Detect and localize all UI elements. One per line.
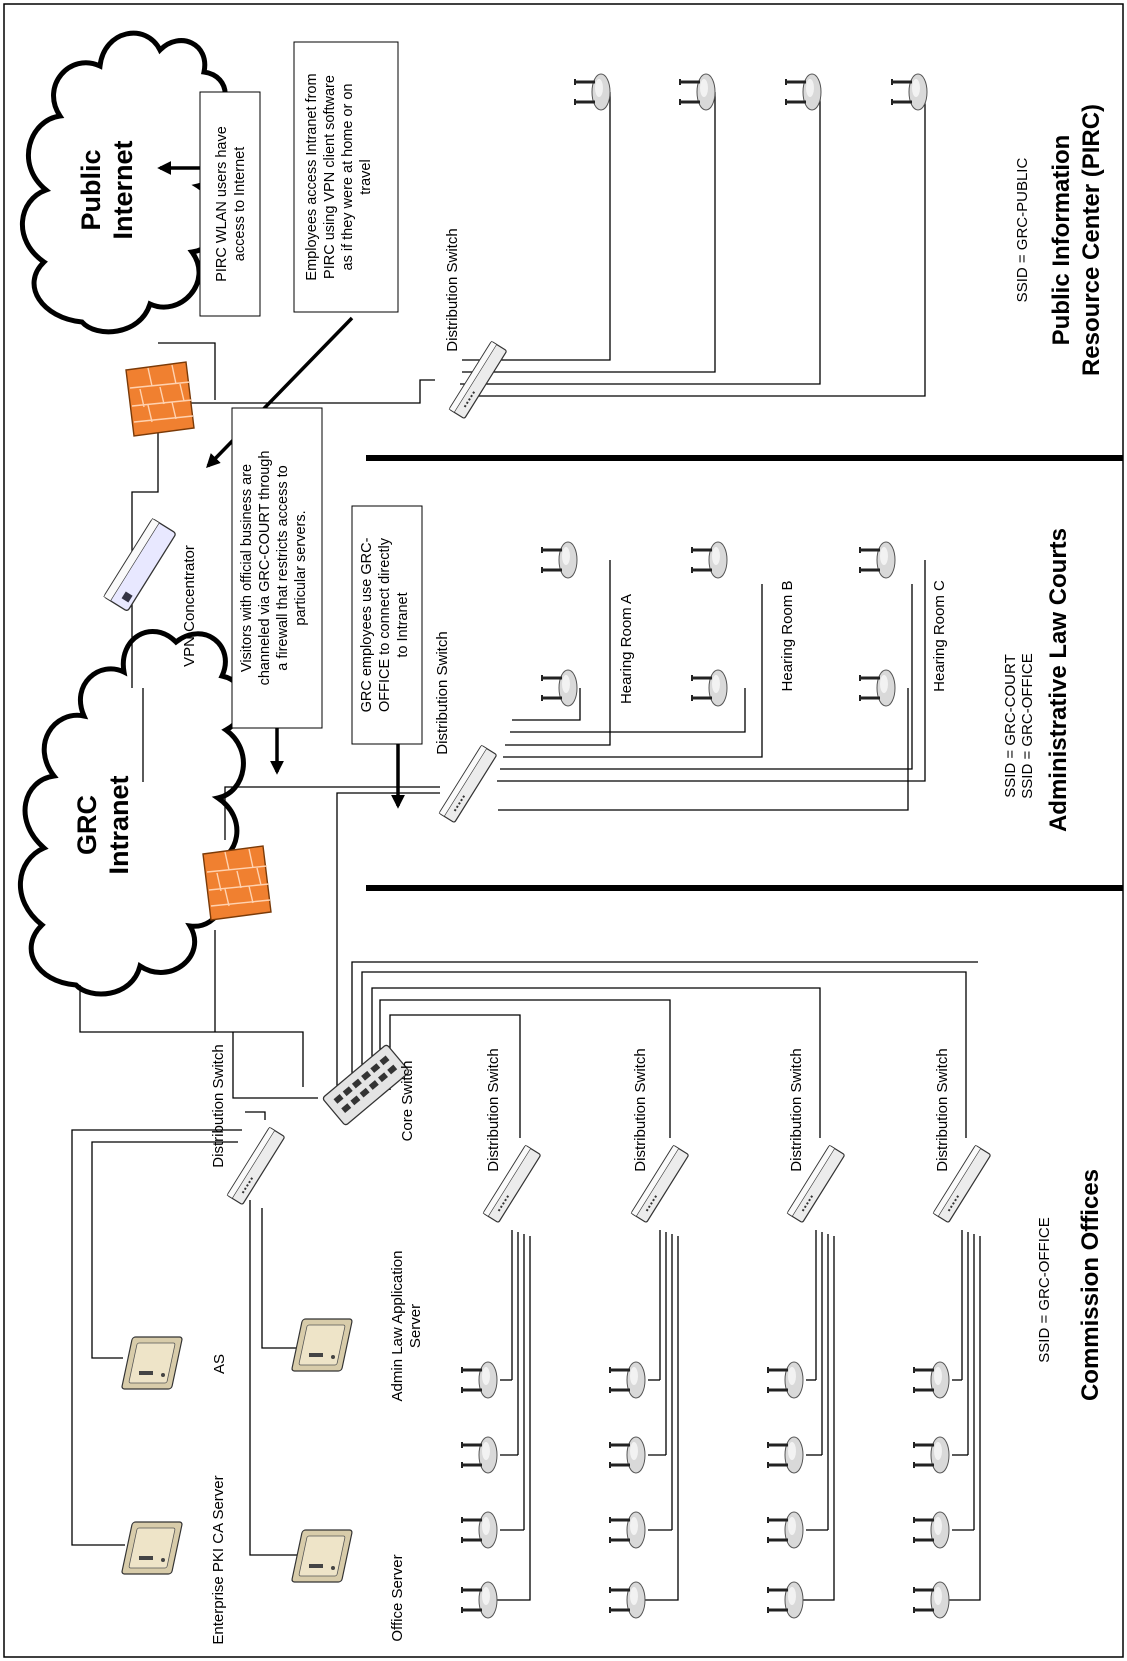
distribution-switch-label: Distribution Switch xyxy=(434,631,451,754)
svg-text:a firewall that restricts acce: a firewall that restricts access to xyxy=(275,465,291,671)
distribution-switch-icon xyxy=(226,1126,286,1206)
access-point-icon xyxy=(784,72,823,112)
note-employees: GRC employees use GRC- OFFICE to connect… xyxy=(351,505,423,745)
distribution-switch-label: Distribution Switch xyxy=(934,1048,951,1171)
hearing-room-b-label: Hearing Room B xyxy=(779,581,796,692)
pki-server-label: Enterprise PKI CA Server xyxy=(210,1475,227,1644)
access-point-icon xyxy=(460,1435,499,1475)
access-point-icon xyxy=(690,540,729,580)
intranet-label-2: Intranet xyxy=(104,775,134,874)
svg-text:access to Internet: access to Internet xyxy=(232,147,248,261)
internet-label-1: Public xyxy=(76,149,106,230)
ssid-courts-1: SSID = GRC-COURT xyxy=(1002,654,1019,798)
section-title-pirc-2: Resource Center (PIRC) xyxy=(1078,104,1105,376)
ssid-pirc: SSID = GRC-PUBLIC xyxy=(1014,158,1031,303)
ssid-offices: SSID = GRC-OFFICE xyxy=(1036,1217,1053,1362)
svg-text:travel: travel xyxy=(358,159,374,194)
intranet-label-1: GRC xyxy=(72,795,102,855)
distribution-switch-label: Distribution Switch xyxy=(210,1044,227,1167)
distribution-switch-icon xyxy=(448,340,508,420)
svg-text:Visitors with official busines: Visitors with official business are xyxy=(239,464,255,672)
distribution-switch-label: Distribution Switch xyxy=(444,228,461,351)
access-point-icon xyxy=(690,668,729,708)
admin-law-server-label: Server xyxy=(407,1304,424,1348)
distribution-switch-label: Distribution Switch xyxy=(632,1048,649,1171)
note-visitors: Visitors with official business are chan… xyxy=(231,407,323,729)
core-switch-icon xyxy=(322,1044,410,1126)
server-icon xyxy=(290,1529,354,1583)
access-point-icon xyxy=(858,540,897,580)
frame xyxy=(3,3,1124,1658)
access-point-icon xyxy=(460,1580,499,1620)
note-vpn-access: Employees access Intranet from PIRC usin… xyxy=(293,41,399,313)
distribution-switch-icon xyxy=(438,744,498,824)
hearing-room-c-label: Hearing Room C xyxy=(931,580,948,692)
access-point-icon xyxy=(460,1360,499,1400)
section-title-courts: Administrative Law Courts xyxy=(1045,528,1072,832)
access-point-icon xyxy=(608,1510,647,1550)
server-icon xyxy=(120,1521,184,1575)
grc-intranet-cloud: GRC Intranet xyxy=(17,629,247,997)
server-icon xyxy=(120,1336,184,1390)
firewall-icon xyxy=(125,361,195,437)
access-point-icon xyxy=(858,668,897,708)
hearing-room-a-label: Hearing Room A xyxy=(618,594,635,704)
access-point-icon xyxy=(766,1435,805,1475)
as-server-label: AS xyxy=(211,1354,228,1374)
ssid-courts-2: SSID = GRC-OFFICE xyxy=(1019,653,1036,798)
firewall-icon xyxy=(202,845,272,921)
access-point-icon xyxy=(766,1510,805,1550)
access-point-icon xyxy=(460,1510,499,1550)
access-point-icon xyxy=(912,1580,951,1620)
svg-text:PIRC WLAN users have: PIRC WLAN users have xyxy=(214,126,230,282)
office-server-label: Office Server xyxy=(389,1554,406,1641)
internet-label-2: Internet xyxy=(108,140,138,239)
svg-text:GRC employees use GRC-: GRC employees use GRC- xyxy=(359,537,375,712)
access-point-icon xyxy=(678,72,717,112)
public-internet-cloud: Public Internet xyxy=(19,30,228,335)
svg-text:PIRC using VPN client software: PIRC using VPN client software xyxy=(322,75,338,279)
section-title-offices: Commission Offices xyxy=(1077,1169,1104,1401)
svg-text:OFFICE to connect directly: OFFICE to connect directly xyxy=(377,537,393,712)
svg-text:to Intranet: to Intranet xyxy=(395,592,411,657)
access-point-icon xyxy=(608,1580,647,1620)
access-point-icon xyxy=(573,72,612,112)
access-point-icon xyxy=(608,1360,647,1400)
distribution-switch-label: Distribution Switch xyxy=(485,1048,502,1171)
svg-text:particular servers.: particular servers. xyxy=(293,510,309,625)
vpn-concentrator-icon xyxy=(103,518,176,611)
note-pirc-wlan: PIRC WLAN users have access to Internet xyxy=(199,91,261,317)
access-point-icon xyxy=(766,1360,805,1400)
access-point-icon xyxy=(608,1435,647,1475)
svg-text:as if they were at home or on: as if they were at home or on xyxy=(340,84,356,271)
access-point-icon xyxy=(540,540,579,580)
vpn-concentrator-label: VPN Concentrator xyxy=(181,545,198,667)
server-icon xyxy=(290,1318,354,1372)
access-point-icon xyxy=(912,1435,951,1475)
access-point-icon xyxy=(912,1510,951,1550)
distribution-switch-label: Distribution Switch xyxy=(788,1048,805,1171)
access-point-icon xyxy=(912,1360,951,1400)
svg-text:channeled via GRC-COURT throug: channeled via GRC-COURT through xyxy=(257,451,273,686)
section-title-pirc-1: Public Information xyxy=(1048,135,1075,346)
access-point-icon xyxy=(540,668,579,708)
admin-law-server-label: Admin Law Application xyxy=(389,1251,406,1402)
access-point-icon xyxy=(890,72,929,112)
core-switch-label: Core Switch xyxy=(399,1061,416,1142)
svg-text:Employees access Intranet from: Employees access Intranet from xyxy=(304,73,320,280)
access-point-icon xyxy=(766,1580,805,1620)
